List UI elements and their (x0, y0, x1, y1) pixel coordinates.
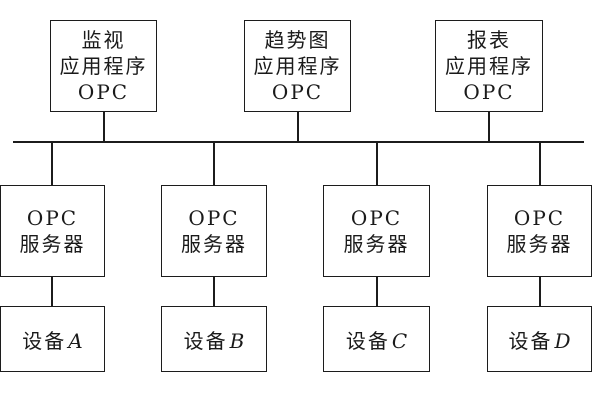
connector-server-3-to-device-c (376, 276, 378, 307)
app-box-trend-line3: OPC (271, 80, 324, 104)
device-a-letter: A (68, 328, 83, 353)
server-box-3-line1: OPC (350, 206, 403, 230)
server-box-4: OPC 服务器 (487, 185, 592, 277)
app-box-monitor-line1: 监视 (81, 28, 126, 52)
connector-bus-to-server-4 (539, 143, 541, 186)
connector-monitor-to-bus (103, 111, 105, 142)
server-box-1-line1: OPC (26, 206, 79, 230)
app-box-trend: 趋势图 应用程序 OPC (244, 20, 351, 112)
device-b-prefix: 设备 (183, 328, 228, 353)
app-box-monitor-line2: 应用程序 (59, 54, 148, 78)
device-d-prefix: 设备 (508, 328, 553, 353)
device-c-prefix: 设备 (345, 328, 390, 353)
connector-server-2-to-device-b (213, 276, 215, 307)
app-box-report-line3: OPC (463, 80, 515, 104)
connector-server-4-to-device-d (539, 276, 541, 307)
server-box-4-line2: 服务器 (506, 232, 573, 256)
app-box-report-line1: 报表 (467, 28, 511, 52)
device-d-letter: D (554, 328, 571, 353)
server-box-4-line1: OPC (513, 206, 566, 230)
server-box-1-line2: 服务器 (19, 232, 86, 256)
server-box-3: OPC 服务器 (323, 185, 430, 277)
app-box-trend-line2: 应用程序 (253, 54, 342, 78)
server-box-1: OPC 服务器 (0, 185, 105, 277)
app-box-report: 报表 应用程序 OPC (435, 20, 543, 112)
app-box-trend-line1: 趋势图 (264, 28, 331, 52)
device-b-letter: B (229, 328, 245, 353)
server-box-3-line2: 服务器 (343, 232, 410, 256)
connector-trend-to-bus (297, 111, 299, 142)
connector-server-1-to-device-a (51, 276, 53, 307)
server-box-2-line1: OPC (188, 206, 240, 230)
connector-report-to-bus (488, 111, 490, 142)
app-box-report-line2: 应用程序 (445, 54, 533, 78)
connector-bus-to-server-3 (376, 143, 378, 186)
network-bus-line (13, 141, 584, 143)
connector-bus-to-server-1 (51, 143, 53, 186)
connector-bus-to-server-2 (213, 143, 215, 186)
server-box-2-line2: 服务器 (181, 232, 247, 256)
server-box-2: OPC 服务器 (161, 185, 267, 277)
app-box-monitor: 监视 应用程序 OPC (50, 20, 157, 112)
device-c-letter: C (391, 328, 408, 353)
app-box-monitor-line3: OPC (77, 80, 130, 104)
device-a-prefix: 设备 (22, 328, 67, 353)
